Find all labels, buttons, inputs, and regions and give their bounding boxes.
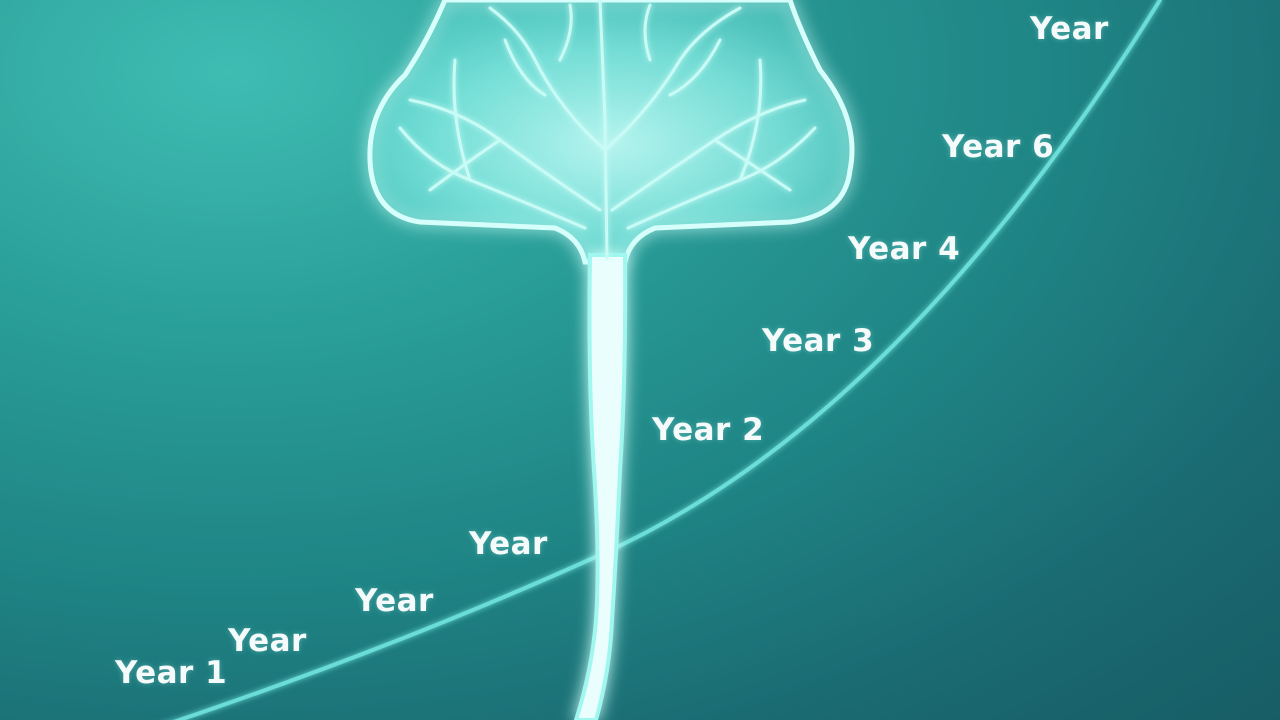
- growth-curve: [173, 0, 1162, 720]
- timeline-label-year-6: Year 6: [942, 129, 1055, 165]
- tree-branches: [398, 0, 817, 260]
- timeline-label-year-4: Year 4: [848, 231, 961, 267]
- tree-illustration: [367, 0, 855, 720]
- timeline-label-year-1: Year 1: [115, 655, 228, 691]
- tree-trunk: [573, 253, 628, 720]
- timeline-label-year: Year: [1030, 11, 1109, 47]
- timeline-label-year: Year: [355, 583, 434, 619]
- tree-canopy: [367, 0, 855, 265]
- timeline-label-year-3: Year 3: [762, 323, 875, 359]
- timeline-label-year: Year: [228, 623, 307, 659]
- timeline-label-year: Year: [469, 526, 548, 562]
- timeline-label-year-2: Year 2: [652, 412, 765, 448]
